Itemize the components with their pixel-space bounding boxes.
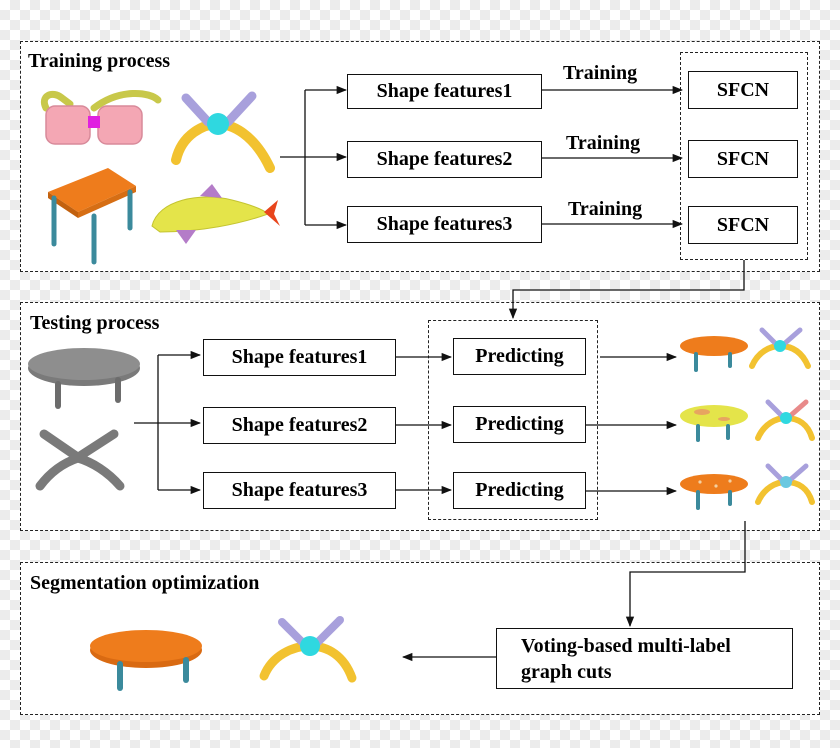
table-shape-training bbox=[48, 168, 136, 265]
result-cross-1 bbox=[749, 327, 811, 369]
training-feature-box-3: Shape features3 bbox=[347, 206, 542, 243]
predicting-group bbox=[428, 320, 598, 520]
graph-cuts-line-2: graph cuts bbox=[521, 660, 612, 683]
cross-shape-training bbox=[171, 91, 275, 173]
final-table-shape bbox=[90, 630, 202, 691]
final-cross-shape bbox=[259, 616, 357, 683]
testing-title: Testing process bbox=[30, 312, 160, 334]
training-arrow-label-2: Training bbox=[566, 132, 641, 154]
training-arrow-label-1: Training bbox=[563, 62, 638, 84]
training-connectors bbox=[280, 85, 684, 230]
predicting-box-1: Predicting bbox=[453, 338, 586, 375]
result-table-3 bbox=[680, 474, 748, 510]
result-table-2 bbox=[680, 405, 748, 442]
testing-connectors bbox=[134, 350, 678, 496]
glasses-shape bbox=[41, 89, 162, 145]
result-table-1 bbox=[680, 336, 748, 372]
training-arrow-label-3: Training bbox=[568, 198, 643, 220]
graph-cuts-line-1: Voting-based multi-label bbox=[521, 634, 731, 657]
sfcn-box-2: SFCN bbox=[688, 140, 798, 178]
training-feature-box-2: Shape features2 bbox=[347, 141, 542, 178]
cross-input-gray bbox=[35, 429, 125, 491]
sfcn-box-3: SFCN bbox=[688, 206, 798, 244]
result-cross-3 bbox=[755, 463, 815, 505]
testing-feature-box-2: Shape features2 bbox=[203, 407, 396, 444]
training-feature-box-1: Shape features1 bbox=[347, 74, 542, 109]
sfcn-to-testing-connector bbox=[508, 260, 745, 320]
graph-cuts-box: Voting-based multi-label graph cuts bbox=[496, 628, 793, 689]
optimization-title: Segmentation optimization bbox=[30, 572, 260, 594]
predicting-box-2: Predicting bbox=[453, 406, 586, 443]
result-cross-2 bbox=[755, 399, 815, 441]
table-input-gray bbox=[28, 348, 140, 409]
training-title: Training process bbox=[28, 50, 171, 72]
testing-feature-box-1: Shape features1 bbox=[203, 339, 396, 376]
predicting-box-3: Predicting bbox=[453, 472, 586, 509]
dolphin-shape bbox=[151, 184, 280, 244]
testing-feature-box-3: Shape features3 bbox=[203, 472, 396, 509]
testing-to-optimization-connector bbox=[401, 521, 746, 662]
sfcn-box-1: SFCN bbox=[688, 71, 798, 109]
